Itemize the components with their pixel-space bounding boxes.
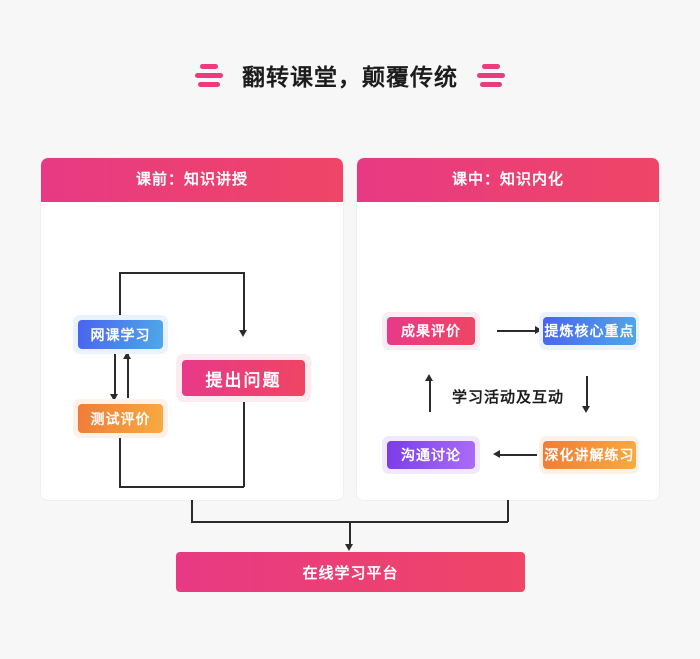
panel-in-class-header: 课中：知识内化 xyxy=(357,158,659,202)
panel-pre-class: 课前：知识讲授 网课学习 测试评价 xyxy=(41,158,343,500)
dual-arrow-down-shaft xyxy=(114,354,116,398)
panel-pre-class-body: 网课学习 测试评价 提出问题 xyxy=(41,202,343,500)
node-deepen-practice[interactable]: 深化讲解练习 xyxy=(543,441,636,469)
dual-arrow-up-head xyxy=(123,352,131,359)
node-extract-key-points[interactable]: 提炼核心重点 xyxy=(543,317,636,345)
loop-line-left-up2 xyxy=(119,430,121,487)
page-title-text: 翻转课堂，颠覆传统 xyxy=(242,64,458,90)
arrow-top-shaft xyxy=(497,330,537,332)
arrow-bottom-shaft xyxy=(497,454,537,456)
panel-in-class: 课中：知识内化 成果评价 提炼核心重点 学习活动及互动 xyxy=(357,158,659,500)
arrow-right-down-head xyxy=(582,406,590,413)
node-raise-question[interactable]: 提出问题 xyxy=(182,360,305,396)
converge-arrow-head xyxy=(345,544,353,551)
loop-arrow-into-question xyxy=(239,330,247,337)
loop-line-top xyxy=(119,272,244,274)
arrow-left-up-head xyxy=(425,374,433,381)
bottom-platform-label: 在线学习平台 xyxy=(302,564,399,582)
converge-line-down xyxy=(349,521,351,546)
node-test-evaluation[interactable]: 测试评价 xyxy=(78,404,163,433)
dual-arrow-up-shaft xyxy=(127,354,129,398)
node-test-evaluation-label: 测试评价 xyxy=(90,410,151,427)
three-bar-mark-icon-right xyxy=(476,63,506,87)
node-online-course[interactable]: 网课学习 xyxy=(78,320,163,349)
node-discussion-label: 沟通讨论 xyxy=(401,447,461,463)
page-title: 翻转课堂，颠覆传统 xyxy=(0,58,700,92)
dual-arrow-down-head xyxy=(110,394,118,401)
loop-line-left-up xyxy=(119,272,121,318)
loop-line-bottom xyxy=(119,486,244,488)
node-online-course-label: 网课学习 xyxy=(90,326,151,343)
three-bar-mark-icon-left xyxy=(194,63,224,87)
arrow-top-head xyxy=(535,326,542,334)
bottom-platform-bar[interactable]: 在线学习平台 xyxy=(176,552,525,592)
panel-in-class-body: 成果评价 提炼核心重点 学习活动及互动 沟通讨论 xyxy=(357,202,659,500)
node-outcome-evaluation[interactable]: 成果评价 xyxy=(387,317,475,345)
node-extract-key-points-label: 提炼核心重点 xyxy=(544,323,635,339)
node-discussion[interactable]: 沟通讨论 xyxy=(387,441,475,469)
converge-line-left xyxy=(191,500,193,522)
arrow-bottom-head xyxy=(493,450,500,458)
node-raise-question-label: 提出问题 xyxy=(205,370,282,390)
loop-line-right-down xyxy=(243,272,245,332)
converge-line-right xyxy=(507,500,509,522)
arrow-left-up-shaft xyxy=(429,380,431,412)
arrow-right-down-shaft xyxy=(586,376,588,408)
center-activity-label: 学习活动及互动 xyxy=(452,389,565,406)
node-deepen-practice-label: 深化讲解练习 xyxy=(544,447,635,463)
panel-pre-class-header: 课前：知识讲授 xyxy=(41,158,343,202)
node-outcome-evaluation-label: 成果评价 xyxy=(401,323,461,339)
loop-line-right-down2 xyxy=(243,402,245,487)
